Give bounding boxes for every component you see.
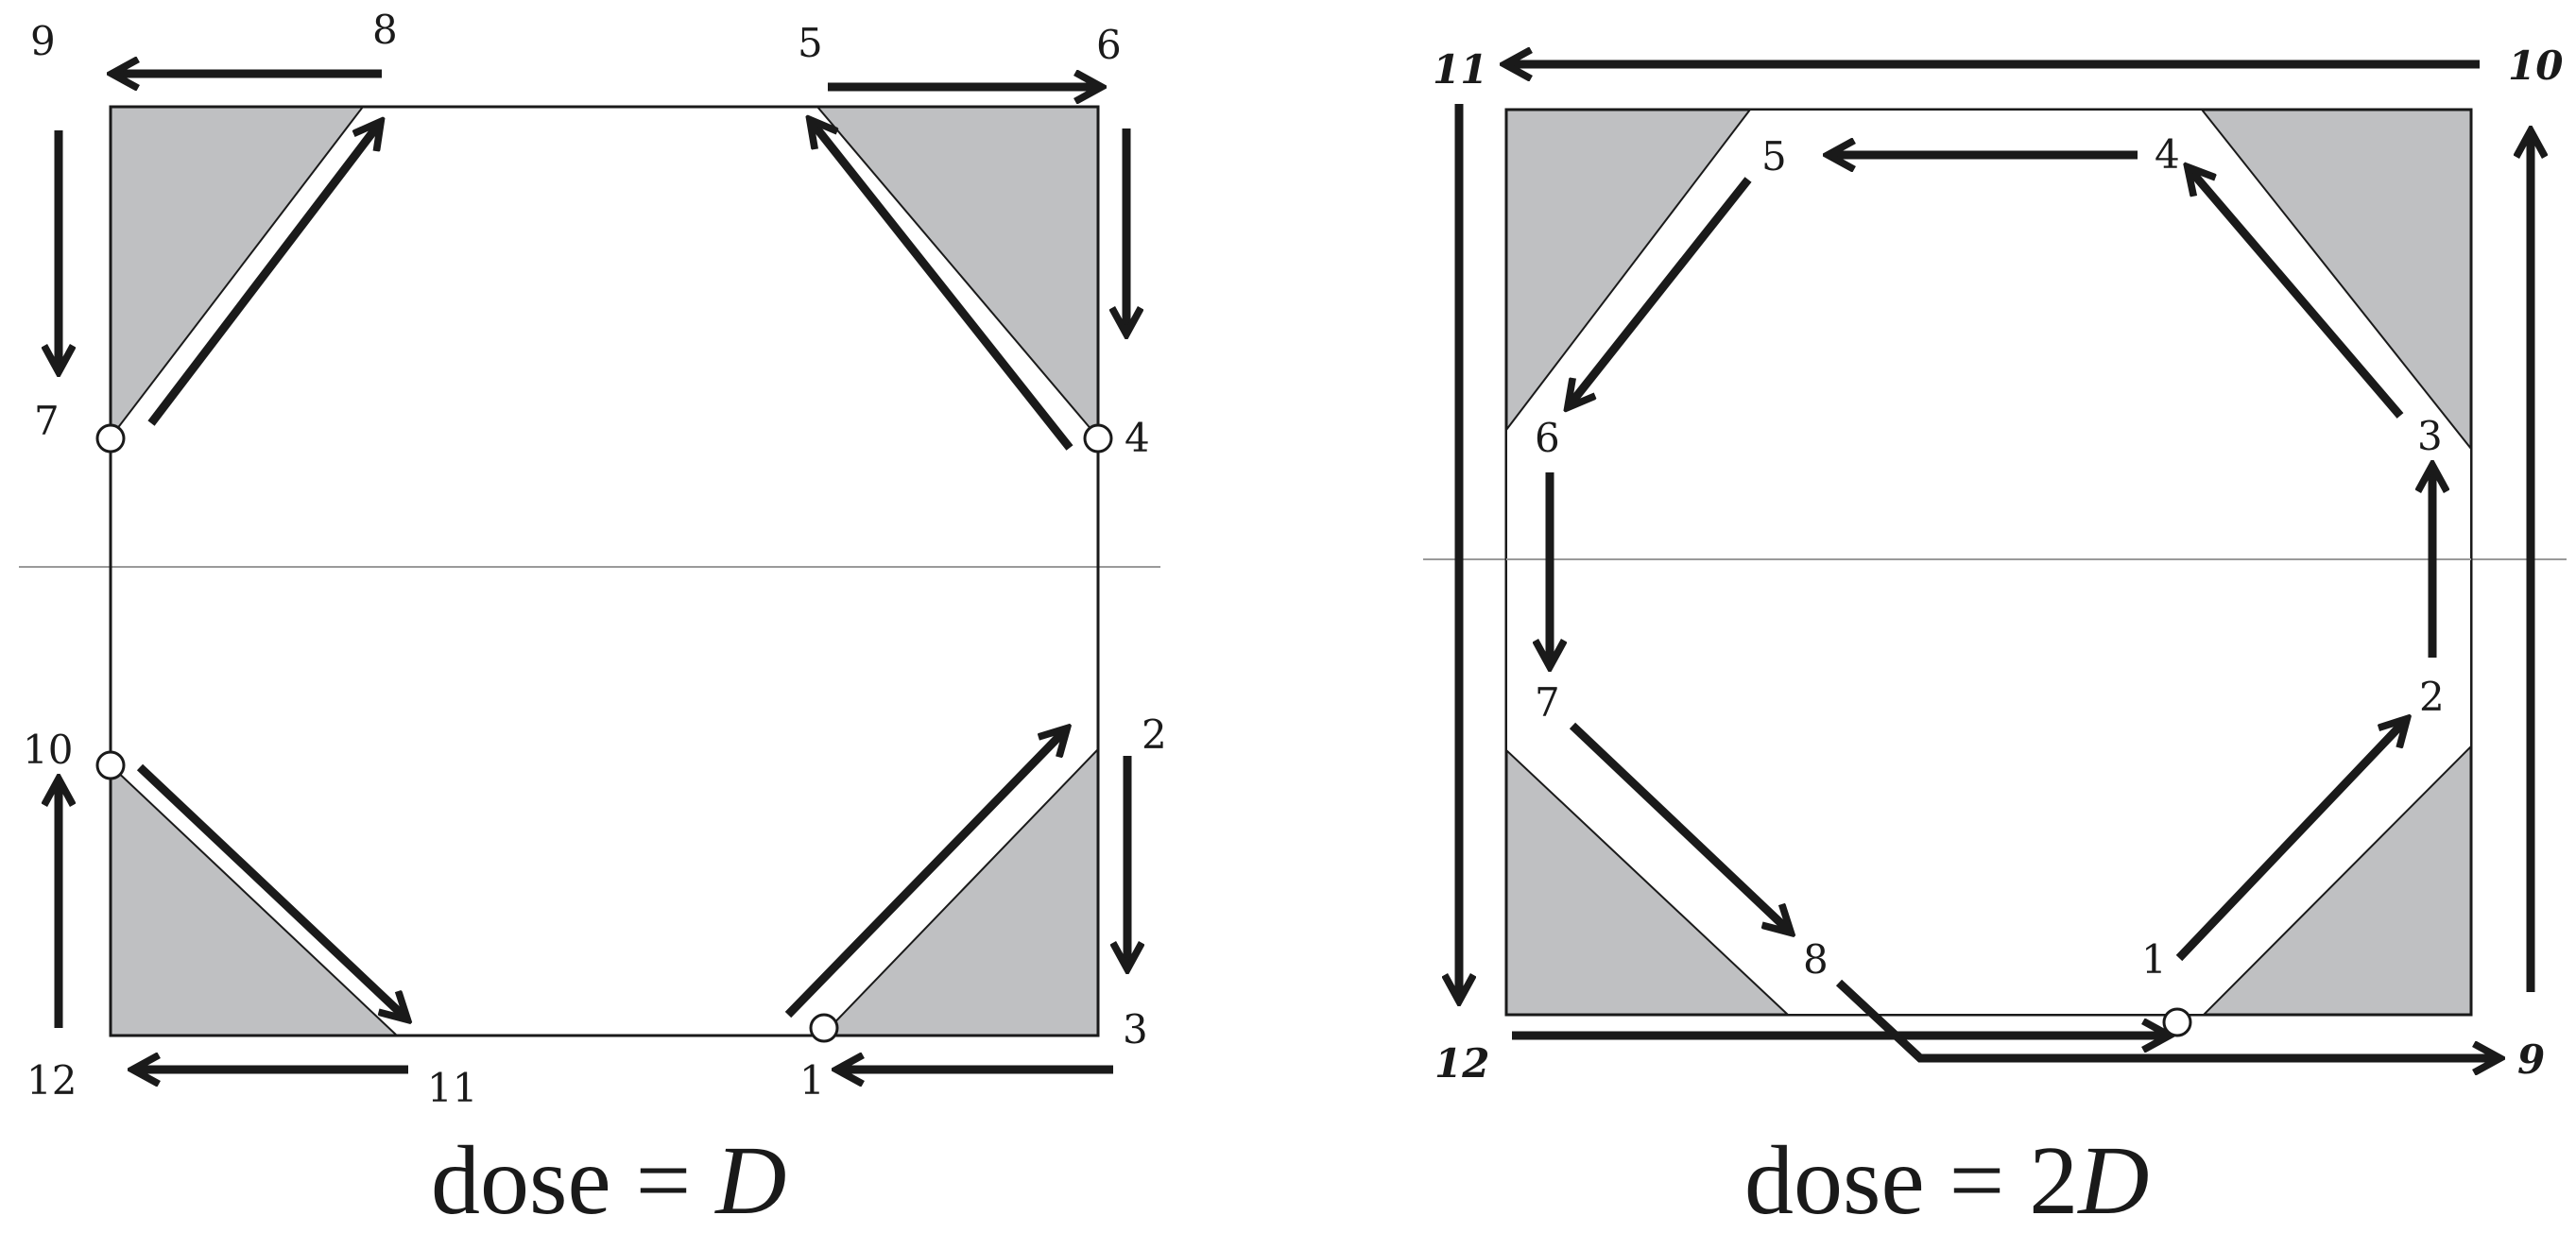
label-1: 1 — [799, 1057, 825, 1104]
label-9: 9 — [2517, 1036, 2545, 1083]
shaded-corner-top-right — [815, 106, 1099, 440]
label-5: 5 — [1761, 133, 1787, 180]
label-3: 3 — [2417, 413, 2443, 459]
point-marker-4 — [1083, 423, 1113, 454]
label-8: 8 — [1803, 936, 1829, 983]
caption-variable: D — [2076, 1126, 2149, 1228]
arrow-1-to-2 — [784, 729, 1066, 1019]
label-7: 7 — [34, 398, 60, 444]
label-8: 8 — [372, 7, 398, 53]
label-4: 4 — [2155, 131, 2180, 178]
label-9: 9 — [30, 18, 56, 64]
caption-dose-d: dose = D — [431, 1126, 786, 1228]
caption-prefix: dose = 2 — [1744, 1126, 2078, 1228]
point-marker-7 — [95, 423, 126, 454]
label-1: 1 — [2141, 936, 2167, 983]
shaded-corner-bottom-left — [110, 762, 400, 1036]
label-10: 10 — [2508, 43, 2563, 89]
label-12: 12 — [26, 1057, 77, 1104]
outer-square — [109, 105, 1100, 1037]
label-12: 12 — [1434, 1040, 1489, 1087]
arrow-7-to-8 — [1569, 722, 1790, 932]
panel-dose-2d: 11 10 12 9 5 4 6 3 7 2 8 1 dose = 2D — [1423, 43, 2567, 1233]
caption-dose-2d: dose = 2D — [1744, 1126, 2149, 1228]
label-6: 6 — [1096, 22, 1122, 68]
arrow-1-to-2 — [2175, 720, 2406, 962]
label-7: 7 — [1535, 679, 1560, 726]
shaded-corner-bottom-right — [819, 746, 1099, 1036]
label-4: 4 — [1125, 415, 1150, 461]
label-11: 11 — [1433, 46, 1487, 93]
arrow-8-to-9 — [1835, 979, 2499, 1058]
caption-prefix: dose = — [431, 1126, 715, 1228]
arrow-3-to-4 — [2189, 168, 2404, 419]
arrow-5-to-6 — [1569, 177, 1752, 406]
label-5: 5 — [798, 20, 823, 66]
label-3: 3 — [1123, 1006, 1148, 1053]
point-marker-1 — [809, 1013, 839, 1043]
label-11: 11 — [427, 1065, 477, 1111]
shaded-corner-top-left — [110, 106, 366, 440]
point-marker-1 — [2162, 1007, 2192, 1037]
panel-dose-d: 9 8 5 6 7 4 10 2 12 11 1 3 dose = D — [19, 7, 1167, 1233]
point-marker-10 — [95, 750, 126, 780]
arrow-10-to-11 — [136, 763, 406, 1019]
arrow-4-to-5 — [811, 121, 1073, 451]
label-6: 6 — [1535, 415, 1560, 461]
caption-variable: D — [713, 1126, 786, 1228]
label-2: 2 — [1142, 711, 1167, 758]
label-10: 10 — [23, 727, 73, 773]
label-2: 2 — [2419, 674, 2445, 720]
octagon — [1505, 109, 2472, 1016]
arrow-7-to-8 — [147, 123, 380, 426]
